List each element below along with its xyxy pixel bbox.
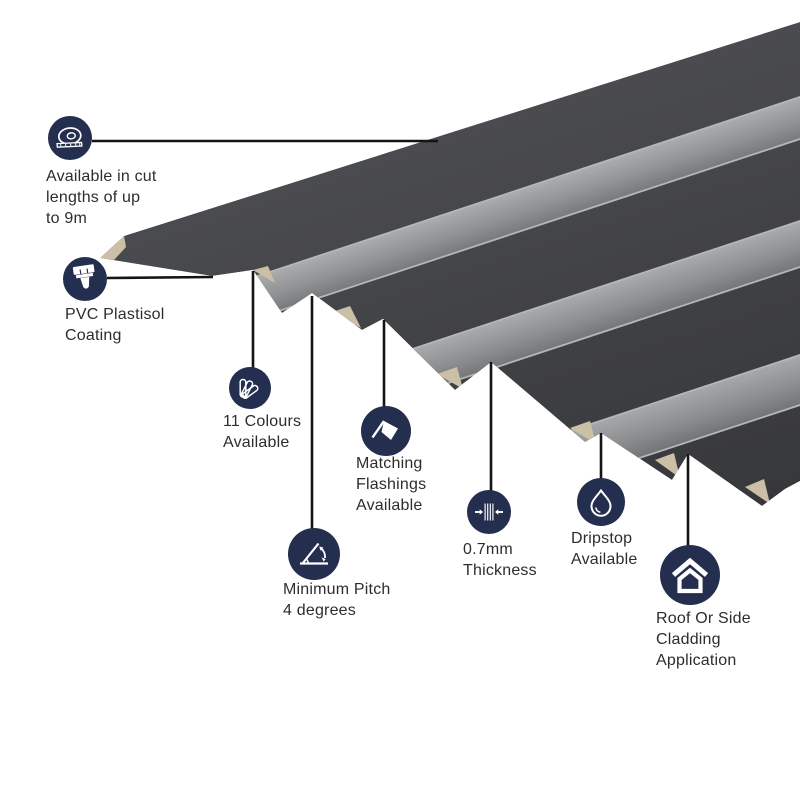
callout-lines xyxy=(92,139,690,546)
feature-label-dripstop: Dripstop Available xyxy=(571,530,638,568)
tape-measure-icon xyxy=(48,116,92,160)
colour-fan-icon xyxy=(229,367,271,409)
feature-label-pitch: Minimum Pitch 4 degrees xyxy=(283,581,391,619)
feature-label-flashings: Matching Flashings Available xyxy=(356,455,427,514)
water-drop-icon xyxy=(577,478,625,526)
house-icon xyxy=(660,545,720,605)
feature-label-thickness: 0.7mm Thickness xyxy=(463,541,537,579)
cut-edge-tan-undersides xyxy=(100,236,770,504)
rib-face-band xyxy=(100,341,800,506)
feature-label-cut-lengths: Available in cut lengths of up to 9m xyxy=(46,168,157,227)
pitch-angle-icon xyxy=(288,528,340,580)
feature-label-colours: 11 Colours Available xyxy=(223,413,302,451)
sheet-body xyxy=(100,22,800,506)
feature-label-application: Roof Or Side Cladding Application xyxy=(656,610,751,669)
paint-brush-icon xyxy=(63,257,107,301)
callout-line-coating xyxy=(106,275,214,280)
thickness-arrows-icon xyxy=(467,490,511,534)
flashing-icon xyxy=(361,406,411,456)
feature-label-coating: PVC Plastisol Coating xyxy=(65,306,165,344)
